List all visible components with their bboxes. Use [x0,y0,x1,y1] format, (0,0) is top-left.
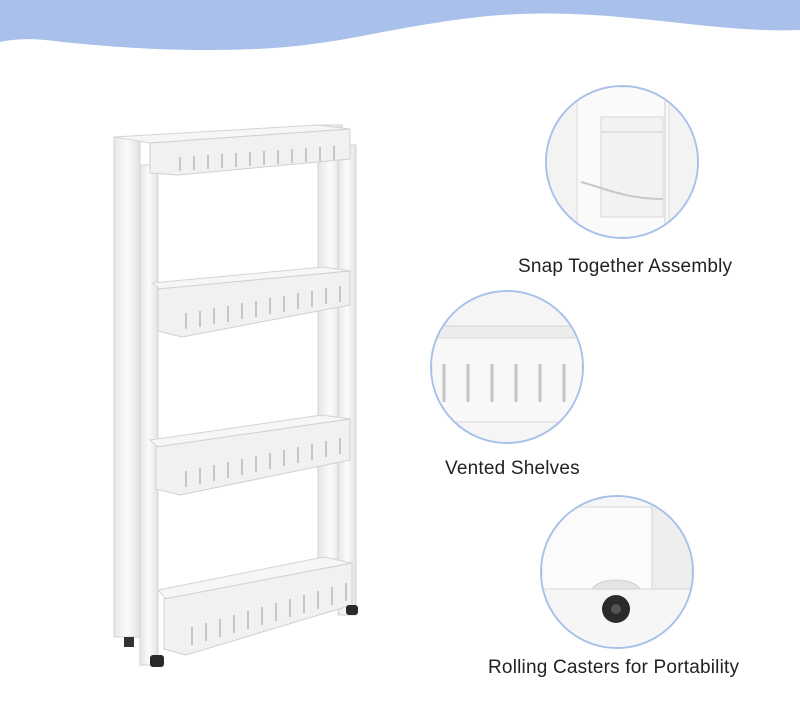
callout-snap-assembly [545,85,699,239]
snap-joint-closeup-image [547,87,697,237]
caption-snap-assembly: Snap Together Assembly [518,256,733,277]
vented-shelf-closeup-image [432,292,582,442]
product-image-storage-cart [113,124,358,667]
callout-rolling-casters [540,495,694,649]
caster-closeup-image [542,497,692,647]
callout-vented-shelves [430,290,584,444]
caption-rolling-casters: Rolling Casters for Portability [488,657,740,678]
header-wave-banner [0,0,800,50]
caption-vented-shelves: Vented Shelves [445,458,580,479]
